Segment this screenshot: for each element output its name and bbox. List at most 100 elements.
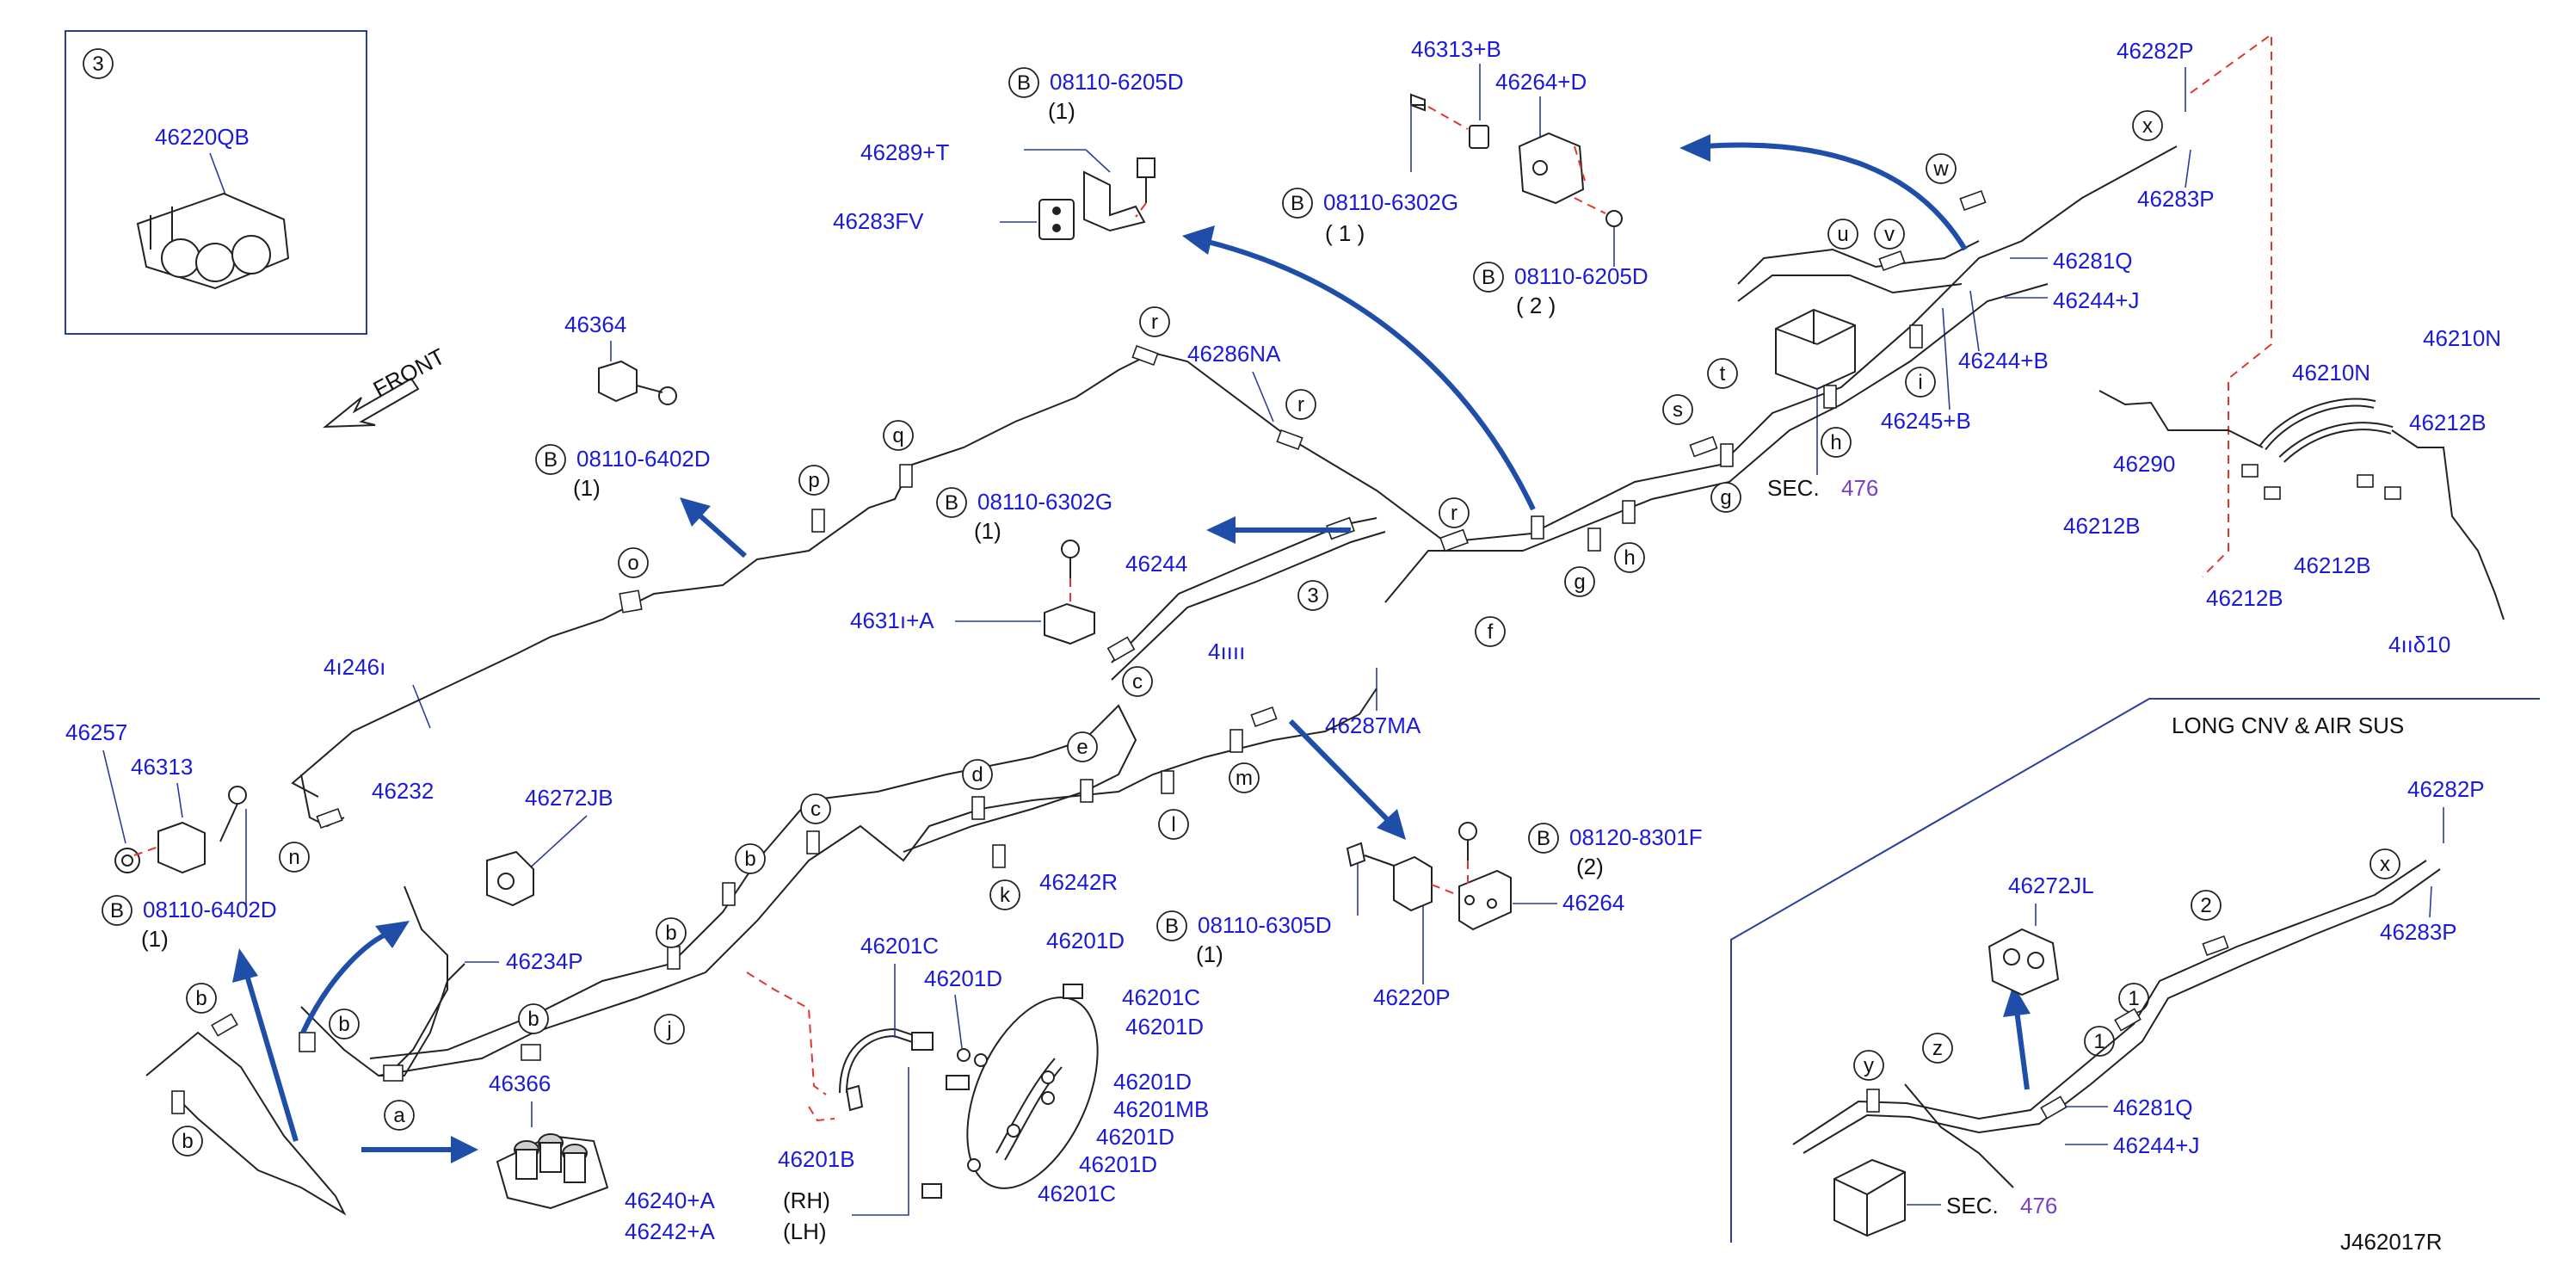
part-46201C-c: 46201C <box>1038 1181 1116 1206</box>
leader <box>1085 149 1111 173</box>
bolt-mark: B <box>1017 71 1031 95</box>
callout-u: u <box>1837 223 1848 246</box>
bolt-mark-circle <box>1528 823 1559 854</box>
callout-l-circle <box>1158 809 1189 840</box>
clamp-46272JL-illustration <box>1987 928 2060 996</box>
leader <box>954 994 963 1049</box>
callout-z: z <box>1932 1037 1943 1060</box>
qty-label: (1) <box>573 475 601 501</box>
callout-b-6: b <box>182 1130 193 1153</box>
callout-r-1: r <box>1151 311 1158 334</box>
callout-m-circle <box>1229 762 1260 793</box>
part-46201D-a: 46201D <box>1046 928 1125 953</box>
part-46283P-top: 46283P <box>2137 186 2215 212</box>
part-46313A-partial: 4631ı+A <box>850 608 934 633</box>
part-46282P-inset: 46282P <box>2407 776 2485 802</box>
callout-w: w <box>1932 157 1949 181</box>
part-46240-partial: 4ı246ı <box>324 654 385 680</box>
callout-n: n <box>288 846 299 869</box>
part-46234P: 46234P <box>506 948 583 974</box>
part-46366: 46366 <box>489 1070 551 1096</box>
callout-p-circle <box>798 465 829 496</box>
leader <box>524 815 588 873</box>
part-46220P: 46220P <box>1373 984 1451 1010</box>
callout-2: 2 <box>2200 894 2211 917</box>
part-46245B: 46245+B <box>1881 408 1971 434</box>
qty-label: ( 1 ) <box>1325 220 1365 246</box>
leader <box>176 782 183 818</box>
leader <box>1252 371 1274 423</box>
section-ref-prefix-inset: SEC. <box>1946 1193 1999 1218</box>
inset-variant-title: LONG CNV & AIR SUS <box>2172 713 2404 738</box>
bracket-46264-illustration <box>1346 822 1512 931</box>
part-46201D-d: 46201D <box>1113 1069 1192 1095</box>
side-label-lh: (LH) <box>783 1218 827 1244</box>
part-46212B-bottom: 46212B <box>2206 585 2283 611</box>
callout-r-3: r <box>1451 502 1457 525</box>
callout-v: v <box>1884 223 1895 246</box>
callout-u-circle <box>1827 219 1858 250</box>
part-46313: 46313 <box>131 754 193 780</box>
part-46245-partial: 4ıııı <box>1208 638 1245 664</box>
leader <box>2429 885 2432 918</box>
part-46201D-e: 46201D <box>1096 1124 1174 1150</box>
clamp-46220QB-illustration <box>136 192 290 290</box>
part-46286NA: 46286NA <box>1187 341 1281 367</box>
callout-b-circle-4 <box>329 1009 360 1039</box>
part-46257: 46257 <box>65 719 127 745</box>
callout-i-circle <box>1905 367 1936 398</box>
callout-h-circle-1 <box>1614 542 1645 573</box>
clip-46364-illustration <box>598 360 677 405</box>
bracket-46264D-illustration <box>1410 93 1623 227</box>
callout-n-circle <box>279 842 310 873</box>
part-08120-8301F: 08120-8301F <box>1569 824 1703 850</box>
callout-k: k <box>1000 884 1011 907</box>
part-46242A: 46242+A <box>625 1218 715 1244</box>
callout-b-circle-6 <box>172 1126 203 1157</box>
callout-o: o <box>627 552 638 575</box>
bolt-mark-circle <box>1473 262 1504 293</box>
callout-m: m <box>1236 767 1253 790</box>
bolt-mark-circle <box>936 487 967 518</box>
part-46201C-a: 46201C <box>860 933 939 959</box>
callout-g-2: g <box>1720 486 1731 509</box>
callout-1-b: 1 <box>2093 1030 2105 1053</box>
part-46201MB: 46201MB <box>1113 1096 1209 1122</box>
callout-e: e <box>1076 736 1088 759</box>
callout-b-4: b <box>338 1013 349 1036</box>
inset-variant-border <box>1730 698 2540 1243</box>
part-46287MA: 46287MA <box>1325 713 1421 738</box>
callout-p: p <box>808 469 819 492</box>
callout-o-circle <box>618 547 649 578</box>
callout-y: y <box>1864 1054 1874 1077</box>
leader <box>1942 307 1950 410</box>
qty-label: (1) <box>974 518 1001 544</box>
part-46290: 46290 <box>2113 451 2175 477</box>
pipe-clips <box>171 189 1987 1114</box>
callout-f-circle <box>1475 616 1506 647</box>
front-direction-indicator: FRONT <box>323 343 449 429</box>
callout-3: 3 <box>1307 584 1318 608</box>
callout-b-circle-5 <box>186 983 217 1014</box>
bolt-mark: B <box>110 899 124 922</box>
callout-h-circle-2 <box>1821 427 1852 458</box>
callout-w-circle <box>1926 153 1957 184</box>
hose-46210N-illustration <box>2098 390 2505 620</box>
hose-46201-illustration <box>746 972 1099 1199</box>
leader <box>102 750 126 844</box>
part-46264: 46264 <box>1562 890 1624 916</box>
part-46289T: 46289+T <box>860 139 949 165</box>
part-46201B: 46201B <box>778 1146 855 1172</box>
part-08110-6205D-right: 08110-6205D <box>1514 263 1649 289</box>
callout-l: l <box>1171 813 1175 836</box>
part-46201D-f: 46201D <box>1079 1151 1157 1177</box>
callout-i: i <box>1918 371 1922 394</box>
part-08110-6402D-top: 08110-6402D <box>576 446 711 472</box>
callout-t-circle <box>1707 358 1738 389</box>
callout-b-5: b <box>195 987 206 1010</box>
part-46281Q-top: 46281Q <box>2053 248 2133 274</box>
bolt-mark: B <box>945 491 958 515</box>
callout-x: x <box>2142 114 2153 138</box>
reference-arrows <box>232 134 2031 1163</box>
bracket-46289T-illustration <box>1038 157 1156 240</box>
